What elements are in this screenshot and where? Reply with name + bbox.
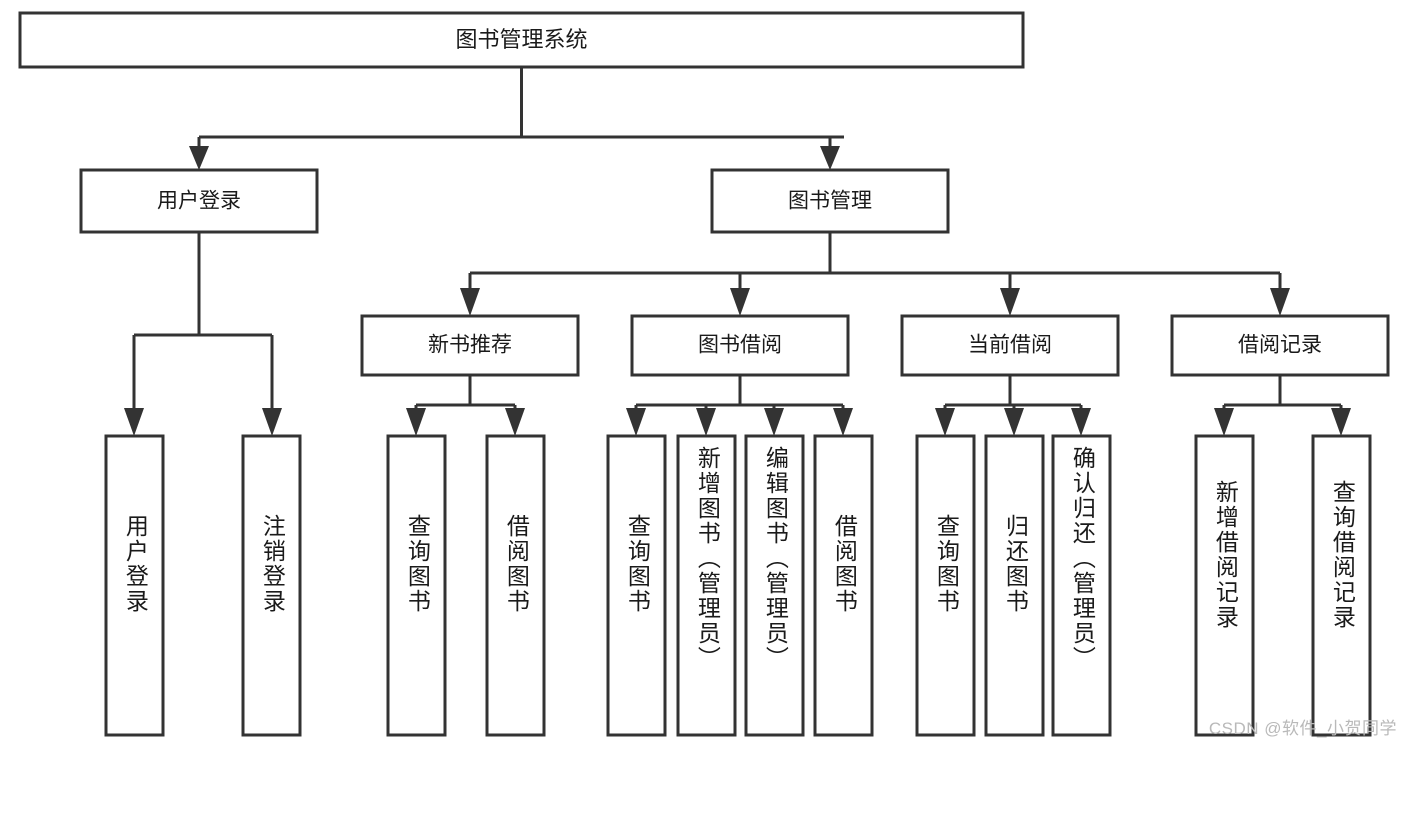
leaf-box-query-book-3[interactable] xyxy=(915,434,976,737)
node-current-borrow[interactable]: 当前借阅 xyxy=(900,314,1120,377)
leaf-box-borrow-book-1[interactable] xyxy=(485,434,546,737)
leaf-box-logout[interactable] xyxy=(241,434,302,737)
node-book-borrow-box[interactable] xyxy=(630,314,850,377)
arrow-head-book-manage xyxy=(820,146,840,170)
diagram-canvas: 图书管理系统 用户登录 图书管理 新书推荐 图书借阅 当前借阅 借阅记录 xyxy=(18,11,1397,738)
node-user-login-label: 用户登录 xyxy=(157,190,241,213)
leaf-box-add-record[interactable] xyxy=(1194,434,1255,737)
node-current-borrow-label: 当前借阅 xyxy=(968,334,1052,357)
arrow-head-leaf-edit-book xyxy=(764,408,784,436)
arrow-head-leaf-borrow-book-1 xyxy=(505,408,525,436)
leaf-box-query-book-2[interactable] xyxy=(606,434,667,737)
node-new-book-recommend[interactable]: 新书推荐 xyxy=(360,314,580,377)
leaf-box-group xyxy=(104,434,1372,737)
node-user-login[interactable]: 用户登录 xyxy=(79,168,319,234)
node-new-book-recommend-label: 新书推荐 xyxy=(428,334,512,357)
leaf-box-return-book[interactable] xyxy=(984,434,1045,737)
leaf-box-user-login[interactable] xyxy=(104,434,165,737)
node-borrow-record[interactable]: 借阅记录 xyxy=(1170,314,1390,377)
node-book-manage-box[interactable] xyxy=(710,168,950,234)
tree-diagram-svg: 图书管理系统 用户登录 图书管理 新书推荐 图书借阅 当前借阅 借阅记录 xyxy=(18,11,1390,737)
node-root-box[interactable] xyxy=(18,11,1025,69)
node-borrow-record-box[interactable] xyxy=(1170,314,1390,377)
arrow-head-new-book-recommend xyxy=(460,288,480,316)
node-book-borrow-label: 图书借阅 xyxy=(698,334,782,357)
leaf-box-edit-book[interactable] xyxy=(744,434,805,737)
arrow-head-leaf-confirm-return xyxy=(1071,408,1091,436)
arrow-head-leaf-query-book-1 xyxy=(406,408,426,436)
leaf-box-query-book-1[interactable] xyxy=(386,434,447,737)
arrow-head-leaf-logout xyxy=(262,408,282,436)
arrow-head-leaf-add-record xyxy=(1214,408,1234,436)
arrow-head-user-login xyxy=(189,146,209,170)
arrow-head-book-borrow xyxy=(730,288,750,316)
node-root-label: 图书管理系统 xyxy=(455,27,587,52)
arrow-head-leaf-query-record xyxy=(1331,408,1351,436)
arrow-head-leaf-return-book xyxy=(1004,408,1024,436)
arrow-head-current-borrow xyxy=(1000,288,1020,316)
node-current-borrow-box[interactable] xyxy=(900,314,1120,377)
node-borrow-record-label: 借阅记录 xyxy=(1238,334,1322,357)
arrow-head-leaf-query-book-2 xyxy=(626,408,646,436)
leaf-box-confirm-return[interactable] xyxy=(1051,434,1112,737)
arrow-head-leaf-query-book-3 xyxy=(935,408,955,436)
leaf-box-query-record[interactable] xyxy=(1311,434,1372,737)
node-new-book-recommend-box[interactable] xyxy=(360,314,580,377)
node-book-manage-label: 图书管理 xyxy=(788,190,872,213)
node-user-login-box[interactable] xyxy=(79,168,319,234)
connector-group xyxy=(124,67,1351,436)
node-book-manage[interactable]: 图书管理 xyxy=(710,168,950,234)
node-root[interactable]: 图书管理系统 xyxy=(18,11,1025,69)
arrow-head-leaf-borrow-book-2 xyxy=(833,408,853,436)
watermark-text: CSDN @软件_小贺同学 xyxy=(1208,719,1397,738)
arrow-head-borrow-record xyxy=(1270,288,1290,316)
node-book-borrow[interactable]: 图书借阅 xyxy=(630,314,850,377)
arrow-head-leaf-add-book xyxy=(696,408,716,436)
leaf-box-add-book[interactable] xyxy=(676,434,737,737)
leaf-box-borrow-book-2[interactable] xyxy=(813,434,874,737)
arrow-head-leaf-user-login xyxy=(124,408,144,436)
